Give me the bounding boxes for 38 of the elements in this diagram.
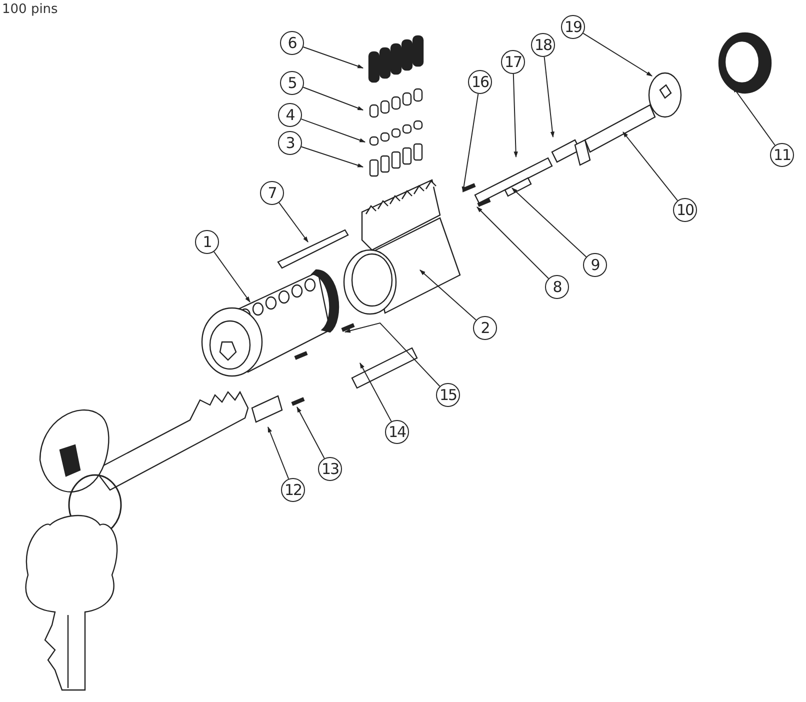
callout-number: 17 xyxy=(501,50,525,74)
leader-line xyxy=(278,202,308,242)
callout-number: 14 xyxy=(385,420,409,444)
callout-number: 11 xyxy=(770,143,794,167)
leader-line xyxy=(344,322,440,387)
leader-line xyxy=(512,188,587,258)
callout-number: 7 xyxy=(260,181,284,205)
callout-number: 9 xyxy=(583,253,607,277)
leader-line xyxy=(420,270,477,320)
callout-number: 1 xyxy=(195,230,219,254)
leader-line xyxy=(302,46,364,68)
callout-number: 16 xyxy=(468,70,492,94)
leader-line xyxy=(360,362,392,422)
note-text: 100 pins xyxy=(2,2,58,17)
callout-number: 18 xyxy=(531,33,555,57)
callout-number: 4 xyxy=(278,103,302,127)
callout-number: 19 xyxy=(561,15,585,39)
leader-line xyxy=(462,93,479,193)
callout-number: 5 xyxy=(280,71,304,95)
callout-number: 15 xyxy=(436,383,460,407)
leader-line xyxy=(302,86,364,110)
callout-number: 3 xyxy=(278,131,302,155)
callout-number: 8 xyxy=(545,275,569,299)
callout-number: 12 xyxy=(281,478,305,502)
callout-number: 2 xyxy=(473,316,497,340)
leader-line xyxy=(214,251,250,302)
leader-line xyxy=(512,74,518,158)
leader-line xyxy=(296,406,325,459)
leader-line xyxy=(300,146,364,168)
leader-line xyxy=(622,132,678,202)
callout-number: 13 xyxy=(318,457,342,481)
callout-number: 10 xyxy=(673,198,697,222)
callout-number: 6 xyxy=(280,31,304,55)
leader-line xyxy=(476,206,550,280)
leader-line xyxy=(300,118,366,142)
leader-line xyxy=(268,426,290,480)
leader-line xyxy=(582,32,652,76)
leader-line xyxy=(544,56,554,138)
